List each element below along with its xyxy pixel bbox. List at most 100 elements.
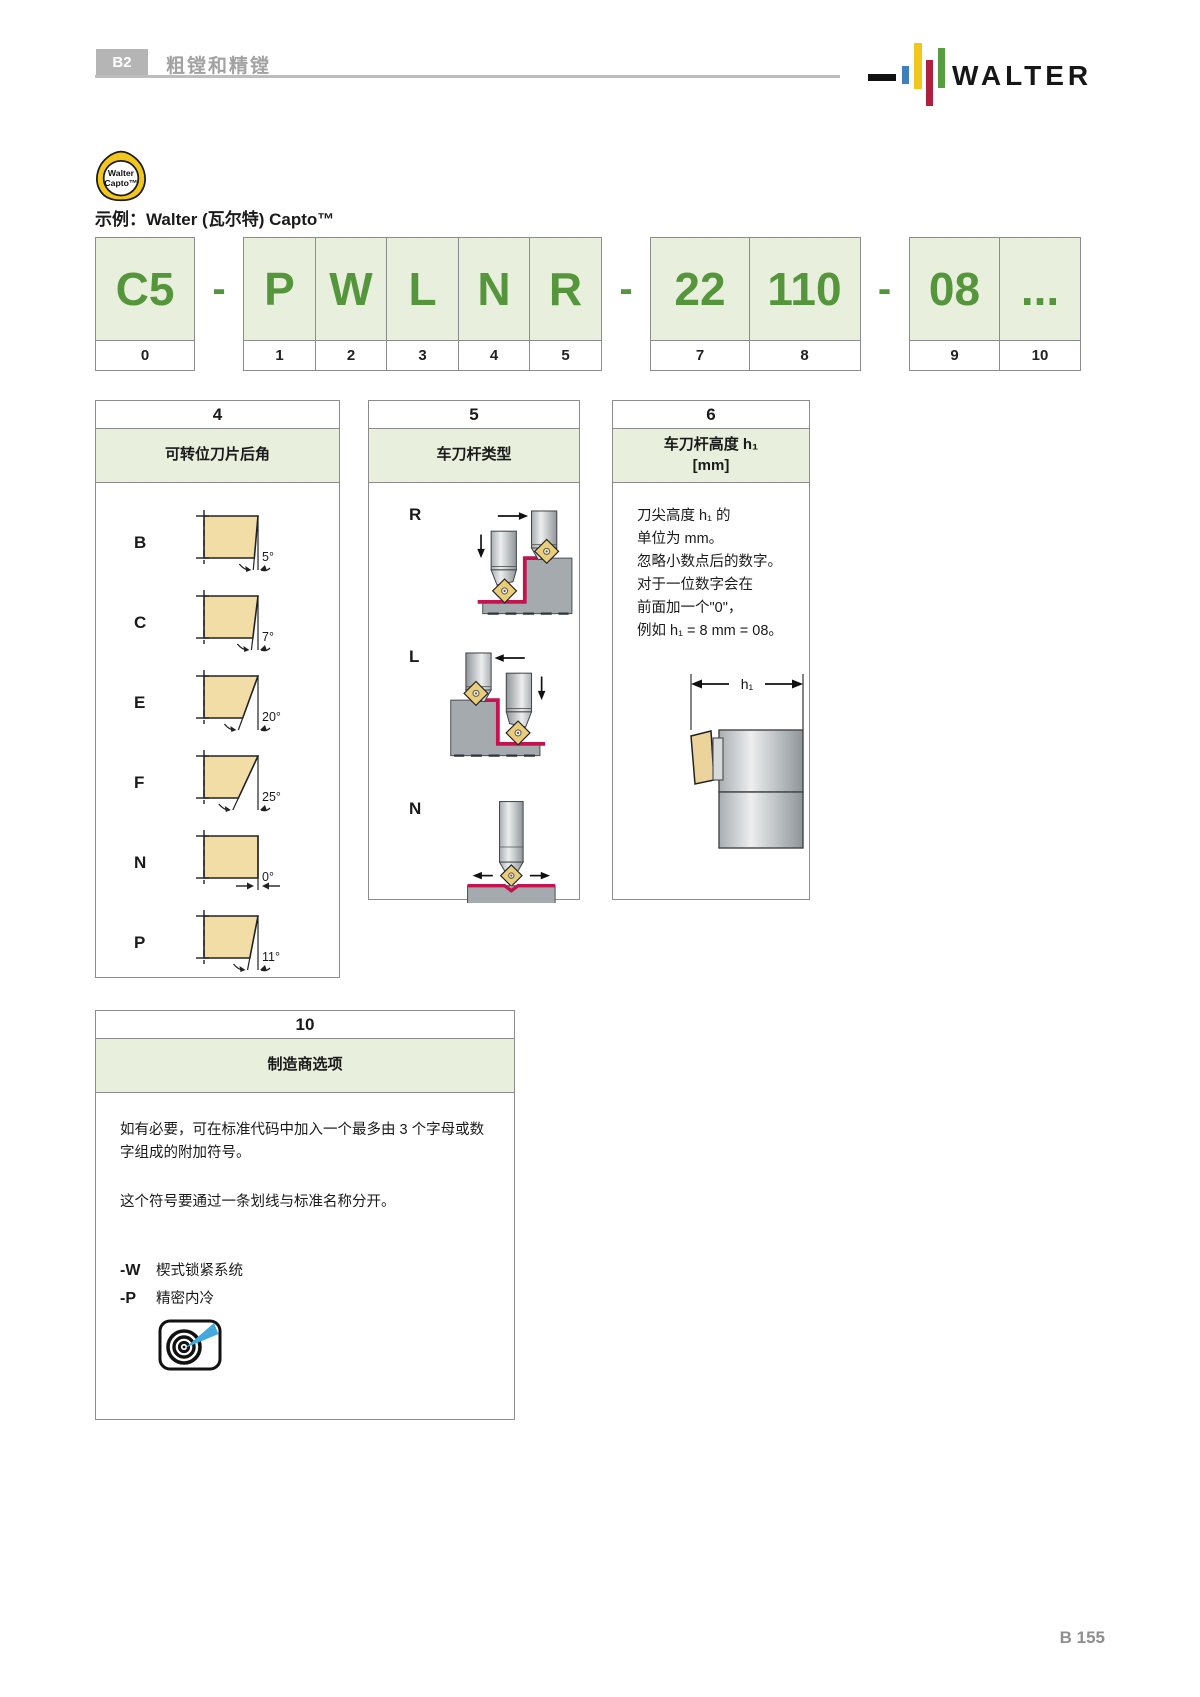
h1-dim-label: h₁ (741, 676, 754, 692)
code-cell-text: ... (1020, 263, 1060, 315)
walter-logo: WALTER (868, 43, 1092, 106)
clearance-row: F 25° (96, 743, 339, 823)
clearance-row: P 11° (96, 903, 339, 983)
code-position-number: 3 (386, 341, 459, 371)
example-label: 示例：Walter (瓦尔特) Capto™ (95, 210, 335, 229)
hand-letter: N (409, 799, 422, 818)
logo-bar-green (938, 48, 945, 88)
code-group-size: 22 110 7 8 (650, 237, 861, 371)
panel-body: 如有必要，可在标准代码中加入一个最多由 3 个字母或数字组成的附加符号。 这个符… (96, 1093, 514, 1379)
code-cell: P (243, 237, 316, 341)
code-cell-text: N (477, 263, 511, 315)
panel-title: 制造商选项 (96, 1039, 514, 1093)
code-position-number: 9 (908, 341, 1001, 371)
option-code: -P (120, 1289, 136, 1307)
panel-toolholder-height: 6 车刀杆高度 h₁ [mm] 刀尖高度 h₁ 的 单位为 mm。 忽略小数点后… (612, 400, 810, 900)
code-cell: N (457, 237, 531, 341)
insert-figure: 20° (194, 670, 304, 736)
options-paragraph-2: 这个符号要通过一条划线与标准名称分开。 (120, 1194, 396, 1211)
clearance-row: B 5° (96, 503, 339, 583)
code-position-number: 7 (650, 341, 750, 371)
order-code-row: C5 0 - P W L N R 1 2 3 4 5 - 22 110 (95, 237, 1081, 371)
page-number: B 155 (1059, 1628, 1105, 1647)
code-cell: L (386, 237, 459, 341)
option-label: 楔式锁紧系统 (156, 1262, 243, 1279)
panel-number: 5 (369, 401, 579, 429)
panel-body: B 5° C 7° E 20° F (96, 483, 339, 983)
panel-title: 车刀杆类型 (369, 429, 579, 483)
code-position-number: 2 (314, 341, 388, 371)
code-cell: 08 (908, 237, 1001, 341)
right-hand-tool-figure (475, 509, 575, 616)
code-cell-text: L (408, 263, 437, 315)
code-cell: 110 (748, 237, 861, 341)
panel-manufacturer-options: 10 制造商选项 如有必要，可在标准代码中加入一个最多由 3 个字母或数字组成的… (95, 1010, 515, 1420)
code-group-style: P W L N R 1 2 3 4 5 (243, 237, 602, 371)
code-group-coupling: C5 0 (95, 237, 195, 371)
h1-dimension-figure: h₁ (690, 674, 804, 850)
insert-cross-section-icon (196, 910, 271, 972)
logo-wordmark: WALTER (952, 60, 1092, 91)
angle-label: 5° (262, 550, 274, 564)
code-cell-text: C5 (115, 263, 175, 315)
hand-row-left: L (369, 639, 579, 791)
insert-cross-section-icon (196, 830, 280, 890)
code-cell-text: R (548, 263, 583, 315)
panel-number: 4 (96, 401, 339, 429)
capto-badge-text-1: Walter (108, 168, 135, 178)
insert-figure: 25° (194, 750, 304, 816)
insert-cross-section-icon (196, 750, 271, 812)
angle-label: 0° (262, 870, 274, 884)
code-cell: W (314, 237, 388, 341)
panel-number: 10 (96, 1011, 514, 1039)
walter-capto-badge-icon: Walter Capto™ (96, 150, 146, 202)
logo-bar-blue (902, 66, 909, 84)
clearance-letter: E (134, 693, 146, 712)
code-separator: - (877, 266, 892, 311)
code-cell: 22 (650, 237, 750, 341)
code-separator: - (619, 266, 633, 311)
code-position-number: 10 (999, 341, 1081, 371)
logo-dash (868, 74, 896, 81)
code-cell-text: 08 (928, 263, 981, 315)
panel-body: R L N (369, 483, 579, 909)
code-position-number: 4 (457, 341, 531, 371)
code-cell: R (529, 237, 602, 341)
insert-figure: 5° (194, 510, 304, 576)
hand-letter: R (409, 505, 422, 524)
panel-title: 车刀杆高度 h₁ [mm] (613, 429, 809, 483)
hand-row-right: R (369, 497, 579, 639)
options-list: -W 楔式锁紧系统 -P 精密内冷 (120, 1257, 490, 1313)
clearance-row: C 7° (96, 583, 339, 663)
code-cell: C5 (95, 237, 195, 341)
insert-cross-section-icon (196, 510, 271, 572)
capto-badge-text-2: Capto™ (104, 178, 137, 188)
height-note-line: 单位为 mm。 (637, 530, 724, 547)
precision-coolant-target-icon (158, 1319, 222, 1371)
option-row: -W 楔式锁紧系统 (120, 1257, 490, 1285)
code-cell-text: W (329, 263, 373, 315)
code-group-height: 08 ... 9 10 (908, 237, 1081, 371)
option-row: -P 精密内冷 (120, 1285, 490, 1313)
insert-figure: 7° (194, 590, 304, 656)
height-note-line: 对于一位数字会在 (637, 576, 753, 593)
hand-row-neutral: N (369, 791, 579, 909)
code-position-number: 5 (529, 341, 602, 371)
angle-label: 11° (262, 950, 280, 964)
angle-label: 7° (262, 630, 274, 644)
code-cell-text: P (264, 263, 295, 315)
option-label: 精密内冷 (156, 1290, 214, 1307)
height-note-line: 例如 h₁ = 8 mm = 08。 (637, 622, 783, 639)
panel-title: 可转位刀片后角 (96, 429, 339, 483)
logo-bar-yellow (914, 43, 922, 89)
section-title: 粗镗和精镗 (166, 56, 272, 77)
height-note-line: 前面加一个"0"， (637, 599, 743, 616)
neutral-tool-figure (467, 801, 556, 903)
panel-title-line1: 车刀杆高度 h₁ (663, 436, 759, 454)
code-position-number: 0 (95, 341, 195, 371)
insert-figure: 0° (194, 830, 304, 896)
panel-number: 6 (613, 401, 809, 429)
angle-label: 25° (262, 790, 281, 804)
clearance-letter: N (134, 853, 147, 872)
